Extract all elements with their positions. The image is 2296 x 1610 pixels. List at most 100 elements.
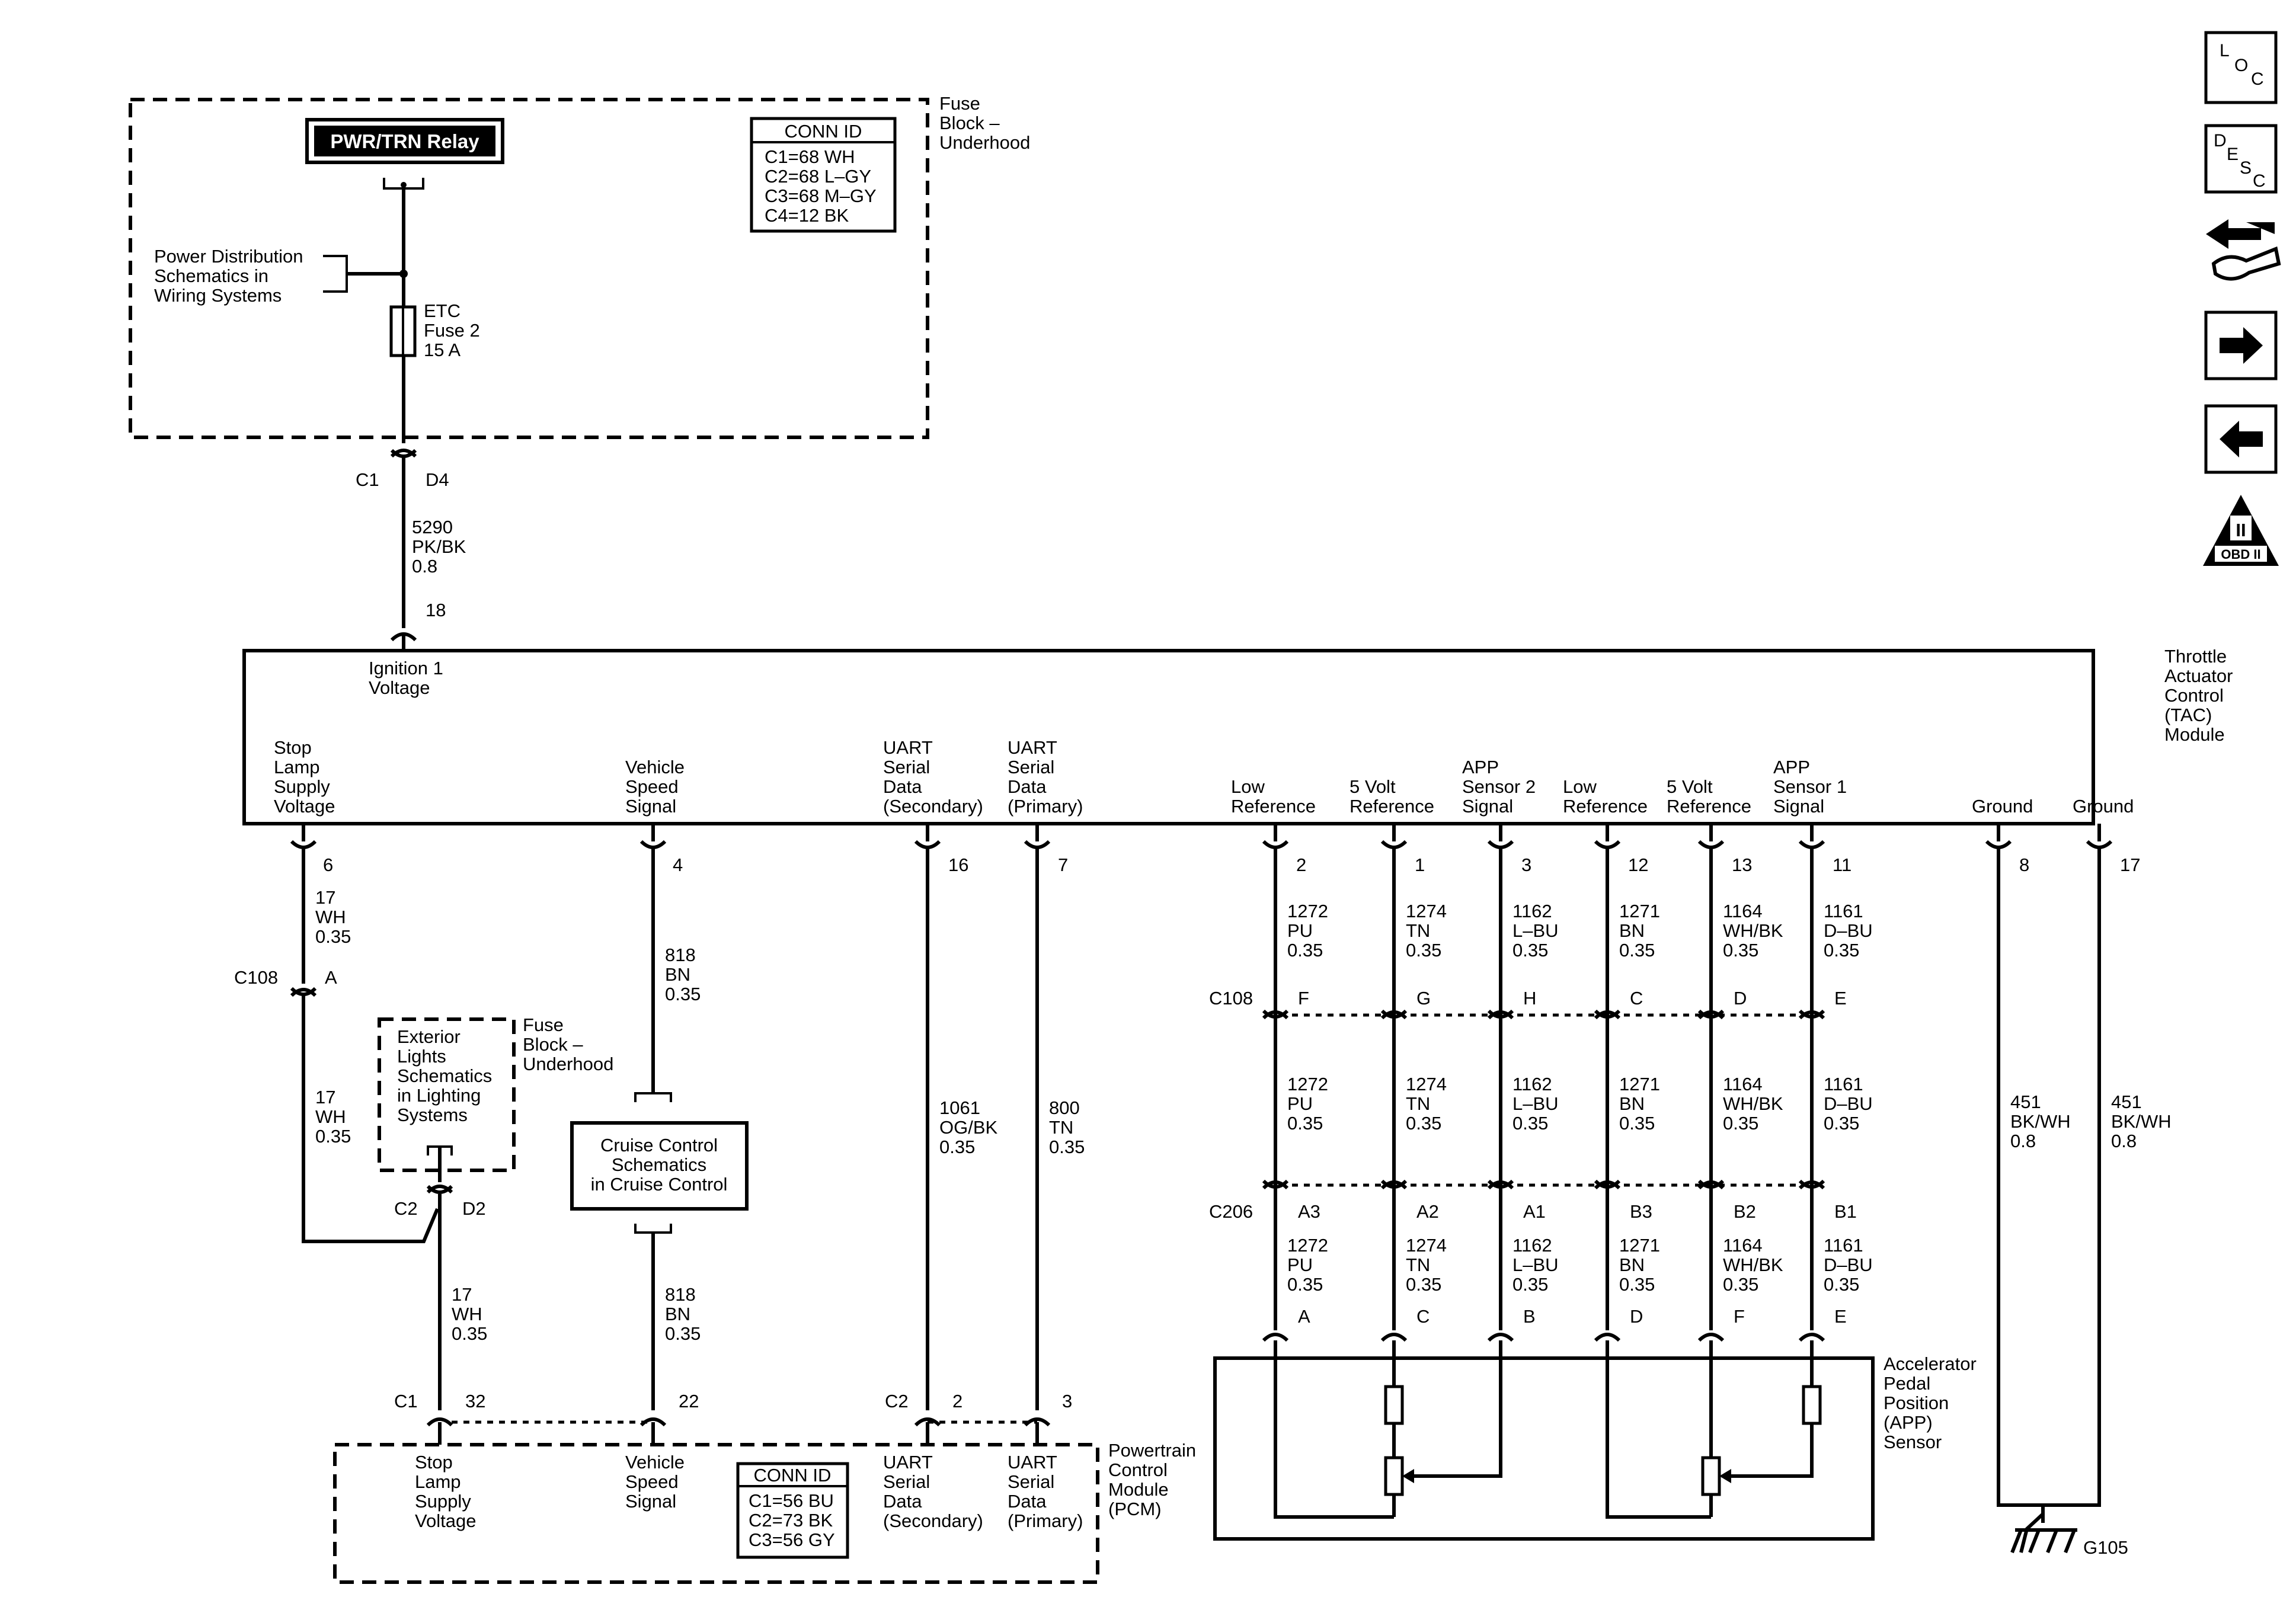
pcm-sig-uart-sec-1: UART <box>883 1452 933 1473</box>
tac-sig-uart-pri-2: Serial <box>1008 757 1054 777</box>
pcm-sig-stop-2: Lamp <box>415 1471 461 1492</box>
pcm-label-2: Control <box>1108 1459 1168 1480</box>
cruise-label-3: in Cruise Control <box>591 1174 728 1195</box>
app-col3-upper-color: BN <box>1619 920 1645 941</box>
tac-sig-stop-2: Lamp <box>274 757 320 777</box>
app-col5-mid-color: D–BU <box>1824 1093 1873 1114</box>
ground-symbol-hatch-3 <box>2046 1529 2058 1554</box>
desc-icon-e: E <box>2227 145 2239 164</box>
pcm-pin-32-connector <box>426 1417 453 1427</box>
app-col0-c108: F <box>1298 988 1309 1009</box>
tac-pin-16: 16 <box>948 854 968 875</box>
obd-icon[interactable]: II OBD II <box>2203 495 2279 566</box>
tac-pin-11: 11 <box>1833 854 1851 875</box>
fuse-block-c1-label: C1 <box>356 469 379 490</box>
stop-lamp-wire-middle <box>302 996 439 1243</box>
tool-icon-wrench <box>2211 246 2281 281</box>
c108-g-connector-lower <box>1380 1009 1408 1019</box>
app-sensor-pin-e-connector <box>1798 1333 1825 1342</box>
ext-lights-4: in Lighting <box>397 1085 481 1106</box>
c108-c-connector <box>1594 1010 1621 1020</box>
app-col1-c108: G <box>1416 988 1431 1009</box>
app-col1-sensor-pin: C <box>1416 1306 1430 1327</box>
tool-icon[interactable] <box>2206 219 2281 281</box>
stop-middle-circuit: 17 <box>315 1087 335 1108</box>
stop-c108-label: C108 <box>234 967 278 988</box>
arrow-left-glyph <box>2220 421 2263 457</box>
stop-upper-gauge: 0.35 <box>315 926 351 947</box>
app-col5-low-circuit: 1161 <box>1824 1235 1863 1256</box>
app-sensor-box <box>1213 1356 1875 1541</box>
app-col1-upper-gauge: 0.35 <box>1406 940 1441 961</box>
tac-sig-uart-sec-4: (Secondary) <box>883 796 983 817</box>
app-sensor-wires: C108 C206 <box>1209 847 1873 1342</box>
pcm-pin-22-connector <box>639 1417 667 1427</box>
arrow-left-icon[interactable] <box>2204 404 2278 474</box>
ground-point-label: G105 <box>2083 1537 2128 1558</box>
pcm-sig-uart-pri-1: UART <box>1008 1452 1057 1473</box>
tac-sig-stop-3: Supply <box>274 776 330 797</box>
desc-icon-frame <box>2204 124 2278 194</box>
c206-a1-connector-lower <box>1487 1179 1514 1189</box>
tac-sig-uart-sec-2: Serial <box>883 757 930 777</box>
app1-wiper-arrow <box>1719 1469 1731 1483</box>
pcm-pin-22: 22 <box>679 1391 699 1411</box>
fuse-block-label-1: Fuse <box>939 93 980 114</box>
tac-label-4: (TAC) <box>2164 705 2212 725</box>
fuse-label-3: 15 A <box>424 340 461 360</box>
tac-pin-16-connector <box>914 840 941 849</box>
app-col5-upper-gauge: 0.35 <box>1824 940 1859 961</box>
cruise-label-1: Cruise Control <box>600 1135 718 1156</box>
arrow-right-icon[interactable] <box>2204 311 2278 380</box>
tac-sig-uart-sec-1: UART <box>883 737 933 758</box>
tac-pin-1-connector <box>1380 840 1408 849</box>
obd-label: OBD II <box>2221 547 2260 562</box>
app-col3-mid-color: BN <box>1619 1093 1645 1114</box>
app-col4-upper-color: WH/BK <box>1723 920 1783 941</box>
app-col5-low-color: D–BU <box>1824 1254 1873 1275</box>
stop-lower-gauge: 0.35 <box>452 1323 487 1344</box>
tac-module: Throttle Actuator Control (TAC) Module I… <box>242 646 2233 825</box>
tac-sig-app2-1: APP <box>1462 757 1499 777</box>
pcm-conn-id-title: CONN ID <box>754 1465 832 1486</box>
pcm-sig-vss-1: Vehicle <box>625 1452 685 1473</box>
app-sensor-label-3: Position <box>1884 1393 1949 1413</box>
c108-connectors <box>1262 1009 1825 1020</box>
stop-c2-label: C2 <box>394 1198 418 1219</box>
app2-potentiometer <box>1384 1456 1404 1496</box>
pcm-sig-uart-pri-2: Serial <box>1008 1471 1054 1492</box>
vss-circuit: 818 BN 0.35 Cruise Control Schematics in… <box>570 847 749 1410</box>
tac-sig-gnd-b: Ground <box>2073 796 2134 817</box>
loc-icon[interactable]: L O C <box>2204 31 2278 104</box>
tac-ignition-label-2: Voltage <box>369 677 430 698</box>
fuse-block-lower-1: Fuse <box>523 1014 564 1035</box>
tac-sig-uart-pri-1: UART <box>1008 737 1057 758</box>
tac-sig-5v-ref-2-2: Reference <box>1350 796 1434 817</box>
fuse-block-label-2: Block – <box>939 113 1000 133</box>
app-col0-upper-circuit: 1272 <box>1287 901 1328 921</box>
ext-lights-3: Schematics <box>397 1065 492 1086</box>
tac-sig-low-ref-1-1: Low <box>1563 776 1597 797</box>
app-sensor-label-5: Sensor <box>1884 1432 1942 1452</box>
desc-icon[interactable]: D E S C <box>2204 124 2278 194</box>
app-col1-upper-color: TN <box>1406 920 1430 941</box>
c206-b3-connector <box>1594 1180 1621 1190</box>
app-col0-low-gauge: 0.35 <box>1287 1274 1323 1295</box>
stop-c108-pin: A <box>325 967 337 988</box>
app1-low-ref-trace <box>1606 1340 1711 1519</box>
cruise-label-2: Schematics <box>612 1154 706 1175</box>
fuse-block-lower-2: Block – <box>523 1034 583 1055</box>
stop-middle-gauge: 0.35 <box>315 1126 351 1147</box>
app-col4-low-circuit: 1164 <box>1723 1235 1763 1256</box>
relay-box <box>314 126 495 156</box>
fuse-block-outline <box>129 98 929 439</box>
tac-pin-6: 6 <box>323 854 333 875</box>
uart-pri-gauge: 0.35 <box>1049 1137 1085 1157</box>
tac-pin-17-connector <box>2086 840 2113 849</box>
tac-sig-vss-3: Signal <box>625 796 676 817</box>
fuse-block-label-3: Underhood <box>939 132 1030 153</box>
app-sensor-pin-a-connector <box>1262 1333 1289 1342</box>
power-dist-bracket <box>323 255 348 293</box>
obd-label-bg <box>2215 546 2267 562</box>
